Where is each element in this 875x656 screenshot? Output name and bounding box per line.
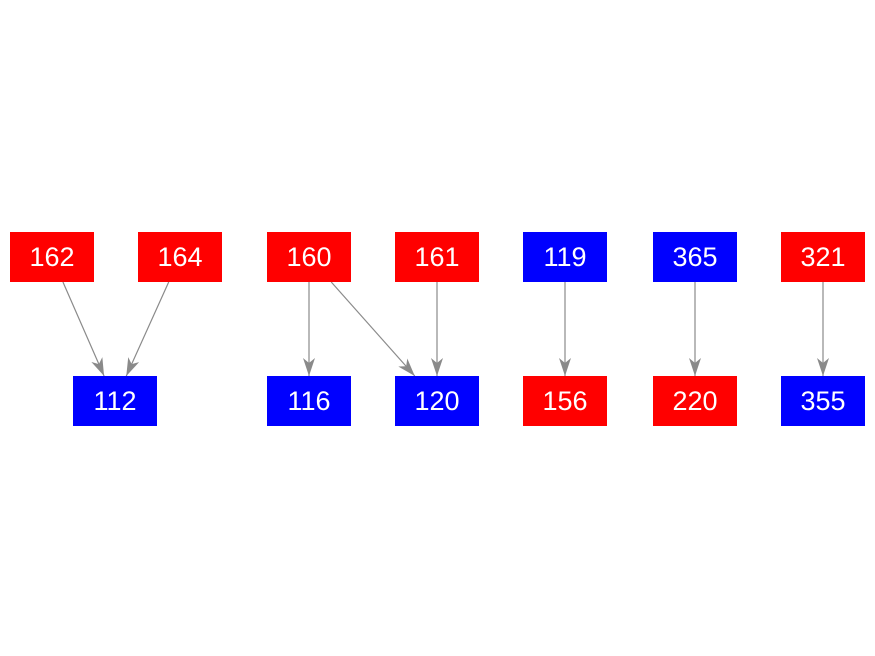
graph-node-365: 365 <box>653 232 737 282</box>
graph-node-160: 160 <box>267 232 351 282</box>
graph-node-120: 120 <box>395 376 479 426</box>
edge-162-to-112 <box>62 281 105 377</box>
graph-node-156: 156 <box>523 376 607 426</box>
graph-node-164: 164 <box>138 232 222 282</box>
graph-node-112: 112 <box>73 376 157 426</box>
graph-node-161: 161 <box>395 232 479 282</box>
graph-node-116: 116 <box>267 376 351 426</box>
graph-node-162: 162 <box>10 232 94 282</box>
edge-group <box>62 281 829 377</box>
edge-164-to-112 <box>125 281 170 377</box>
graph-node-321: 321 <box>781 232 865 282</box>
graph-node-119: 119 <box>523 232 607 282</box>
edge-160-to-120 <box>330 281 416 377</box>
graph-node-220: 220 <box>653 376 737 426</box>
graph-node-355: 355 <box>781 376 865 426</box>
